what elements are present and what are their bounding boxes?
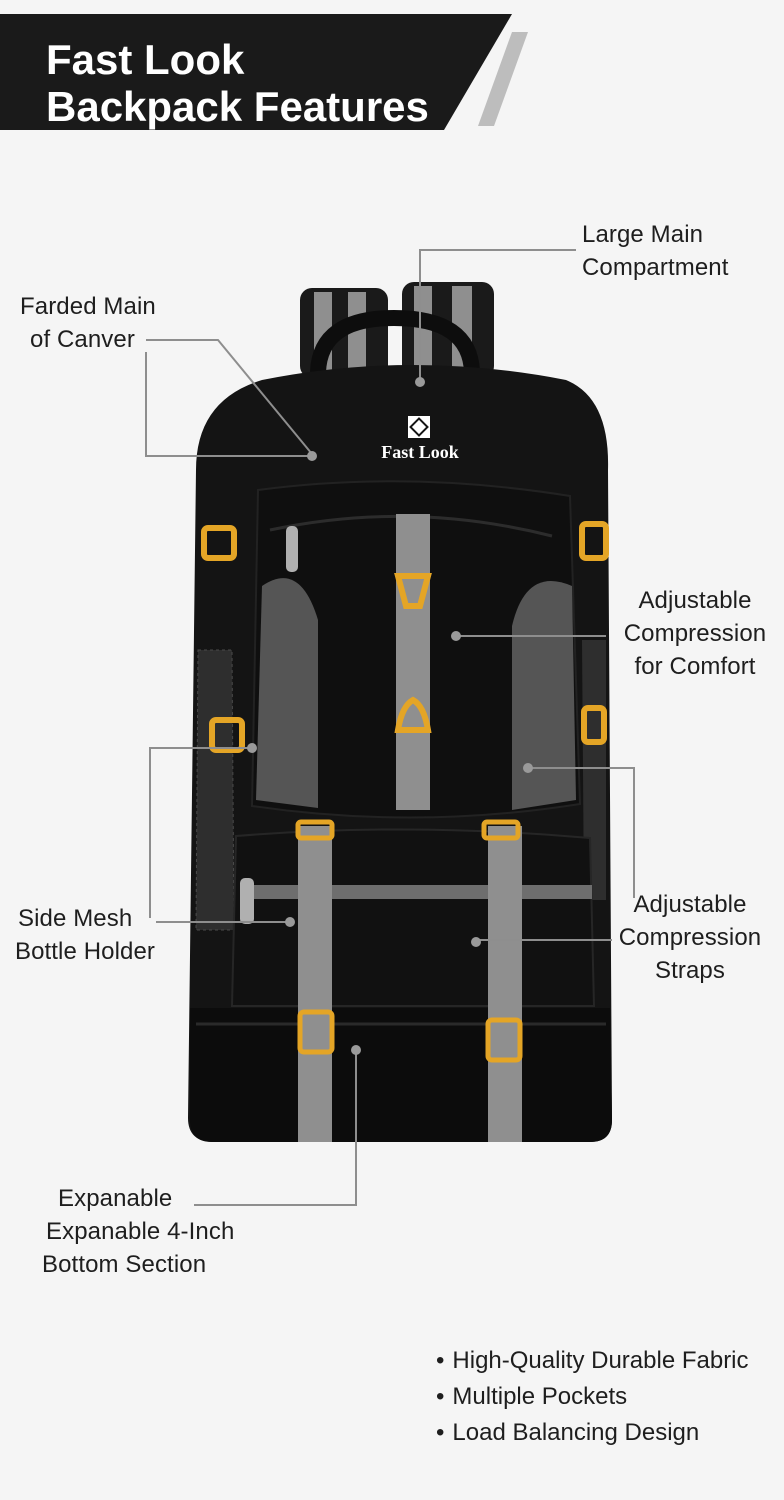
- buckle-icon-upper: [394, 573, 432, 609]
- leader-dots: [247, 377, 533, 1055]
- side-mesh-pocket-left: [196, 650, 234, 930]
- feature-item: Multiple Pockets: [436, 1379, 749, 1415]
- center-strap: [396, 514, 430, 810]
- leader-farded-main-box: [145, 352, 312, 457]
- feature-item: Load Balancing Design: [436, 1415, 749, 1451]
- banner-background: [0, 14, 512, 130]
- callout-adjustable-comfort-line-2: Compression: [623, 620, 767, 647]
- callout-expanable-line-3: Bottom Section: [42, 1251, 207, 1278]
- top-handle: [310, 309, 480, 373]
- strap-buckle-icon-3: [297, 1009, 335, 1055]
- leader-expanable: [194, 1050, 357, 1206]
- banner-title-line-2: Backpack Features: [46, 83, 429, 130]
- callout-large-main-compartment: Large Main Compartment: [582, 218, 728, 284]
- leader-large-main: [419, 249, 576, 380]
- brand-logo-icon: [408, 416, 430, 438]
- callout-adjustable-compression-comfort: Adjustable Compression for Comfort: [616, 584, 774, 683]
- compression-strap-right: [488, 826, 522, 1142]
- grey-panel-left: [256, 578, 318, 808]
- banner-title: Fast Look Backpack Features: [46, 36, 429, 130]
- callout-farded-main-line-2: of Canver: [30, 326, 135, 353]
- callout-expanable-line-2: Expanable 4-Inch: [46, 1218, 235, 1245]
- callout-adjustable-comfort-line-1: Adjustable: [638, 587, 752, 614]
- callout-side-mesh-bottle-holder: Side Mesh Bottle Holder: [6, 902, 164, 968]
- strap-buckle-icon-2: [481, 819, 521, 841]
- banner-title-line-1: Fast Look: [46, 36, 245, 83]
- callout-side-mesh-line-1: Side Mesh: [18, 905, 133, 932]
- expandable-bottom-section: [190, 1008, 612, 1142]
- side-buckle-icon-right-bottom: [581, 705, 607, 745]
- callout-large-main-line-2: Compartment: [582, 254, 729, 281]
- strap-buckle-icon-1: [295, 819, 335, 841]
- leader-lines: [145, 249, 635, 1206]
- strap-buckle-icon-4: [485, 1017, 523, 1063]
- side-buckle-icon-left-bottom: [209, 717, 245, 753]
- leader-side-mesh-top: [149, 747, 252, 918]
- leader-adjustable-straps-top: [528, 767, 635, 898]
- callout-farded-main: Farded Main of Canver: [20, 290, 165, 356]
- callout-adjustable-straps-line-1: Adjustable: [633, 891, 747, 918]
- feature-item: High-Quality Durable Fabric: [436, 1343, 748, 1379]
- lower-zipper-pull-icon: [240, 878, 254, 924]
- side-buckle-icon-left-top: [201, 525, 237, 561]
- callout-adjustable-straps-line-2: Compression: [618, 924, 762, 951]
- callout-farded-main-line-1: Farded Main: [20, 293, 156, 320]
- side-buckle-icon-right-top: [579, 521, 609, 561]
- callout-adjustable-compression-straps: Adjustable Compression Straps: [612, 888, 768, 987]
- compression-strap-left: [298, 826, 332, 1142]
- grey-panel-right: [512, 581, 576, 810]
- buckle-icon-lower: [394, 696, 432, 733]
- callout-side-mesh-line-2: Bottle Holder: [14, 938, 156, 965]
- callout-adjustable-straps-line-3: Straps: [655, 957, 725, 984]
- banner-shape: [0, 14, 528, 130]
- callout-large-main-line-1: Large Main: [582, 221, 704, 248]
- zipper-pull-icon: [286, 526, 298, 572]
- banner-accent-stripe: [478, 32, 528, 126]
- front-lower-pocket: [230, 828, 596, 1007]
- brand-label: Fast Look: [381, 442, 459, 462]
- feature-list: High-Quality Durable Fabric Multiple Poc…: [436, 1343, 749, 1451]
- callout-expanable-bottom-section: Expanable Expanable 4-Inch Bottom Sectio…: [42, 1182, 234, 1281]
- callout-expanable-line-1: Expanable: [58, 1185, 173, 1212]
- leader-farded-main: [146, 339, 313, 455]
- title-banner: Fast Look Backpack Features: [0, 14, 784, 130]
- callout-adjustable-comfort-line-3: for Comfort: [634, 653, 756, 680]
